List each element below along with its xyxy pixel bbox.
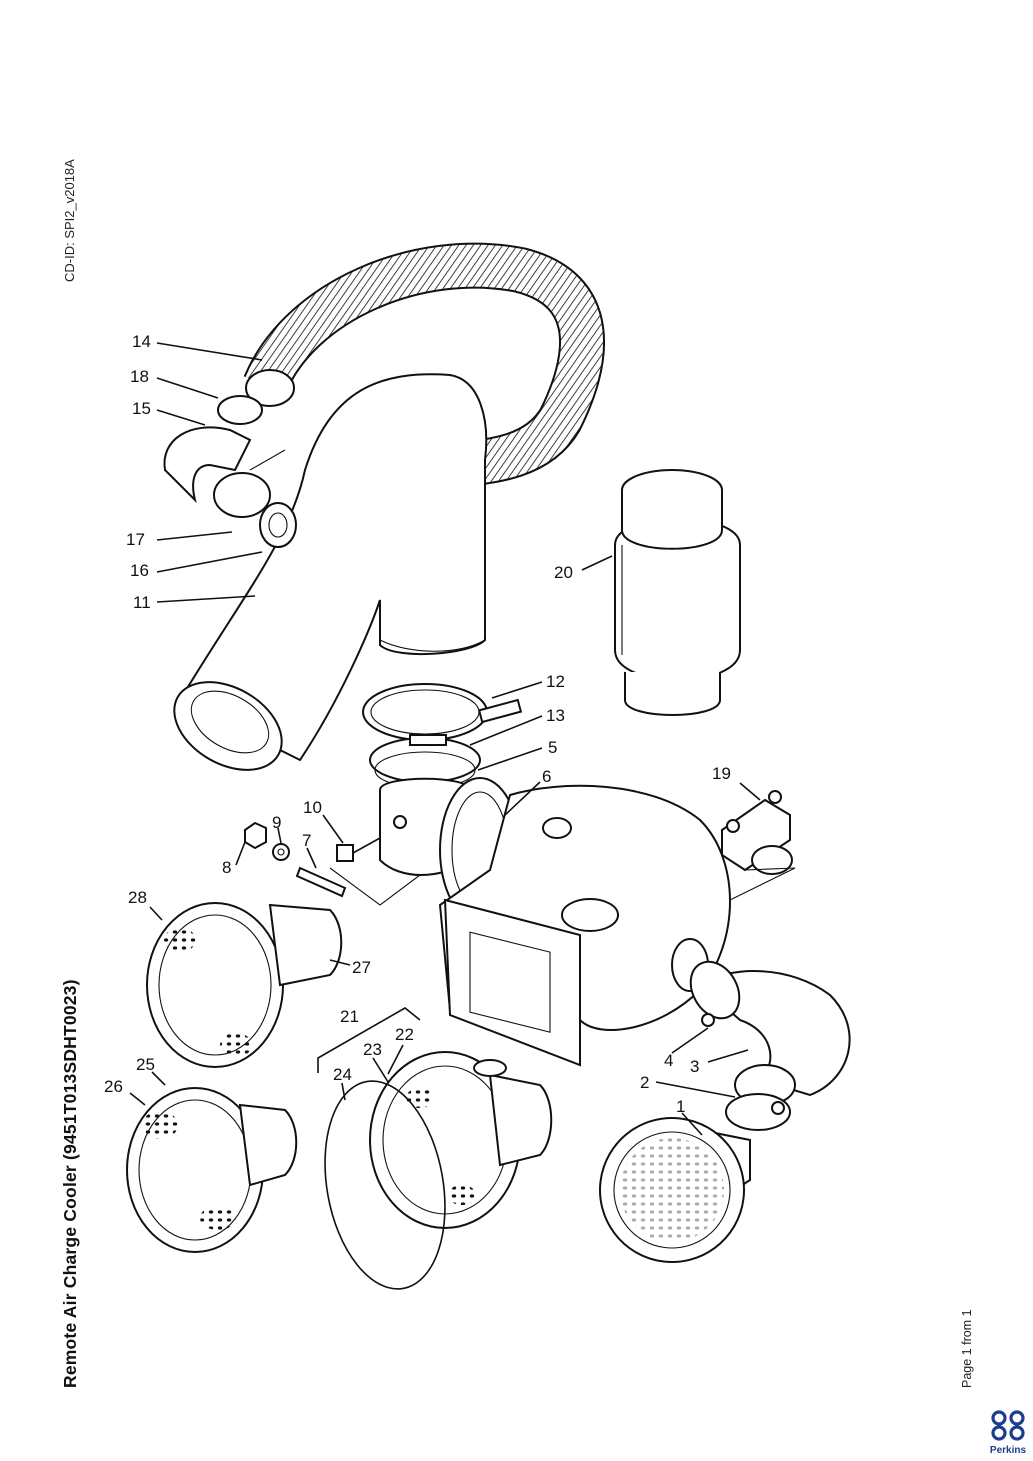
callout-26: 26 <box>104 1077 123 1096</box>
intake-hose-part <box>689 960 851 1131</box>
callout-labels: 1 2 3 4 5 6 7 8 9 10 11 12 13 14 15 16 1… <box>104 332 731 1116</box>
callout-19: 19 <box>712 764 731 783</box>
callout-28: 28 <box>128 888 147 907</box>
callout-20: 20 <box>554 563 573 582</box>
turbo-housing-part <box>379 777 731 1067</box>
snap-ring-part <box>324 1080 446 1290</box>
air-filter-26-part <box>126 1087 298 1253</box>
callout-6: 6 <box>542 767 551 786</box>
callout-10: 10 <box>303 798 322 817</box>
callout-7: 7 <box>302 831 311 850</box>
air-filter-28-part <box>146 902 343 1068</box>
small-hose-clamps-part <box>163 395 297 548</box>
callout-15: 15 <box>132 399 151 418</box>
callout-17: 17 <box>126 530 145 549</box>
callout-4: 4 <box>664 1051 673 1070</box>
callout-2: 2 <box>640 1073 649 1092</box>
callout-14: 14 <box>132 332 151 351</box>
callout-3: 3 <box>690 1057 699 1076</box>
callout-13: 13 <box>546 706 565 725</box>
callout-1: 1 <box>676 1097 685 1116</box>
callout-16: 16 <box>130 561 149 580</box>
air-filter-1-part <box>599 1117 751 1263</box>
fasteners-part <box>244 821 421 906</box>
callout-23: 23 <box>363 1040 382 1059</box>
callout-5: 5 <box>548 738 557 757</box>
brand-name: Perkins <box>989 1445 1027 1456</box>
air-pipe-elbow-part <box>173 373 488 771</box>
callout-22: 22 <box>395 1025 414 1044</box>
v-band-clamps-part <box>362 683 523 789</box>
mounting-bracket-part <box>721 790 796 901</box>
leader-lines <box>129 342 761 1136</box>
callout-24: 24 <box>333 1065 352 1084</box>
callout-8: 8 <box>222 858 231 877</box>
callout-21: 21 <box>340 1007 359 1026</box>
air-filter-22-part <box>369 1051 553 1229</box>
perkins-logo: Perkins <box>988 1410 1028 1456</box>
charge-cooler-core-part <box>614 469 741 716</box>
callout-9: 9 <box>272 813 281 832</box>
perkins-logo-icon <box>991 1410 1025 1441</box>
callout-27: 27 <box>352 958 371 977</box>
callout-12: 12 <box>546 672 565 691</box>
callout-18: 18 <box>130 367 149 386</box>
callout-25: 25 <box>136 1055 155 1074</box>
callout-11: 11 <box>133 593 151 612</box>
